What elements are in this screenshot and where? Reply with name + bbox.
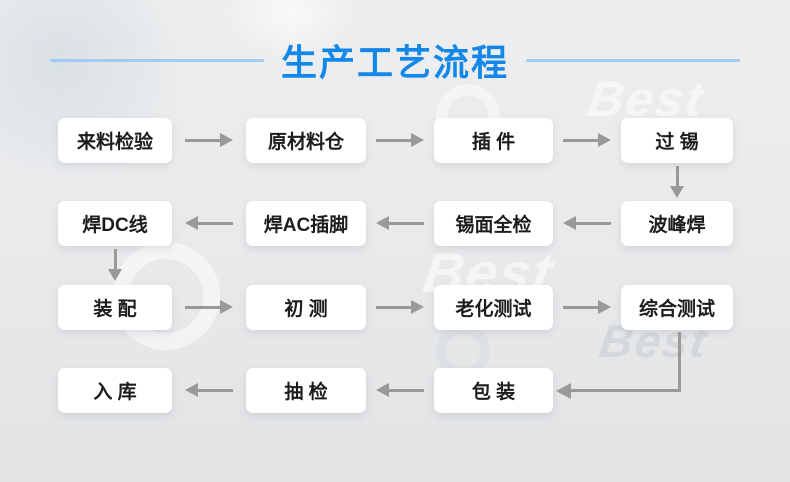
flow-step-component-insertion: 插 件: [434, 118, 553, 163]
flow-step-comprehensive-test: 综合测试: [621, 285, 733, 330]
flow-step-sampling-inspection: 抽 检: [246, 368, 366, 413]
arrow-left-icon: [556, 383, 571, 399]
arrow-down-icon: [107, 249, 123, 281]
flow-step-warehousing: 入 库: [58, 368, 172, 413]
arrow-elbow-vertical: [678, 332, 681, 391]
title-line-left: [49, 58, 264, 62]
flow-step-tinning: 过 锡: [621, 118, 733, 163]
flow-step-solder-full-inspection: 锡面全检: [434, 201, 553, 246]
arrow-right-icon: [563, 132, 611, 148]
arrow-right-icon: [376, 299, 424, 315]
arrow-left-icon: [563, 215, 611, 231]
flow-step-solder-dc-wire: 焊DC线: [58, 201, 172, 246]
title-line-right: [526, 58, 740, 62]
flow-step-raw-material-warehouse: 原材料仓: [246, 118, 366, 163]
flow-step-solder-ac-pins: 焊AC插脚: [246, 201, 366, 246]
flow-step-assembly: 装 配: [58, 285, 172, 330]
arrow-left-icon: [185, 215, 233, 231]
flow-step-aging-test: 老化测试: [434, 285, 553, 330]
arrow-left-icon: [185, 382, 233, 398]
arrow-down-icon: [669, 166, 685, 198]
arrow-elbow-horizontal: [571, 389, 681, 392]
arrow-left-icon: [376, 382, 424, 398]
flow-step-initial-test: 初 测: [246, 285, 366, 330]
page-title: 生产工艺流程: [280, 42, 509, 83]
header: 生产工艺流程: [0, 34, 790, 86]
flow-step-wave-soldering: 波峰焊: [621, 201, 733, 246]
arrow-right-icon: [185, 132, 233, 148]
flow-step-packaging: 包 装: [434, 368, 553, 413]
arrow-right-icon: [185, 299, 233, 315]
arrow-right-icon: [563, 299, 611, 315]
flow-step-incoming-inspection: 来料检验: [58, 118, 172, 163]
arrow-right-icon: [376, 132, 424, 148]
arrow-left-icon: [376, 215, 424, 231]
